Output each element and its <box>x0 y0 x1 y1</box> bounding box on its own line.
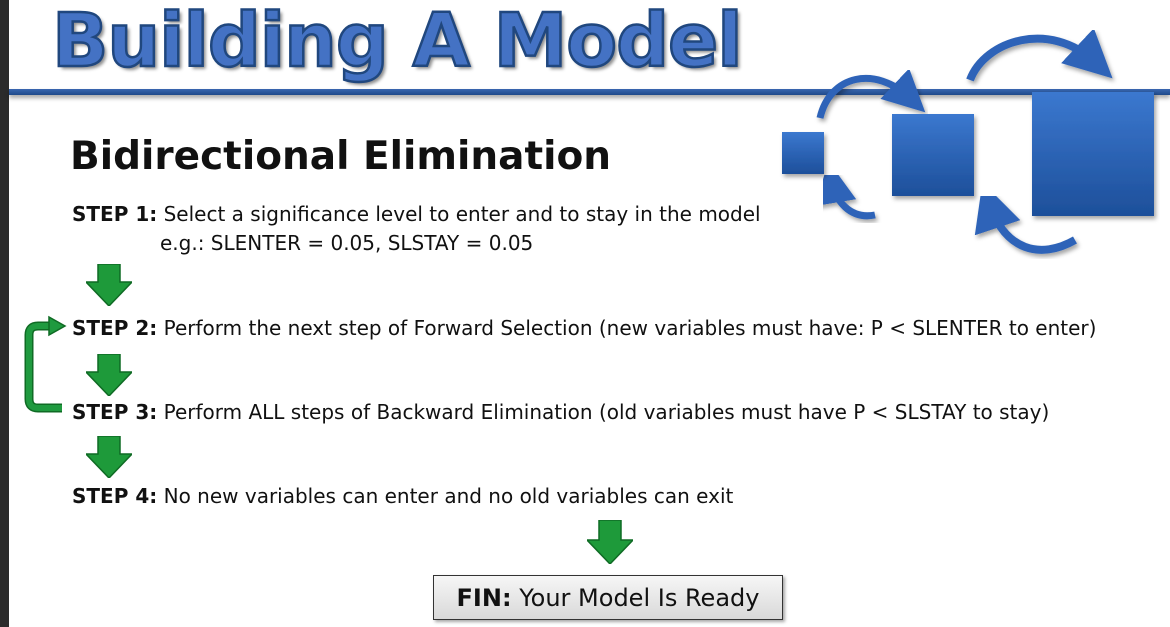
step-3-text: Perform ALL steps of Backward Eliminatio… <box>163 400 1050 424</box>
step-1: STEP 1: Select a significance level to e… <box>72 202 761 226</box>
step-1-example: e.g.: SLENTER = 0.05, SLSTAY = 0.05 <box>160 231 534 255</box>
step-4-text: No new variables can enter and no old va… <box>163 484 734 508</box>
down-arrow-icon <box>587 520 633 564</box>
step-2: STEP 2: Perform the next step of Forward… <box>72 316 1096 340</box>
page-title: Building A Model <box>51 0 744 85</box>
step-2-text: Perform the next step of Forward Selecti… <box>163 316 1097 340</box>
fin-text: Your Model Is Ready <box>519 584 760 612</box>
step-4-label: STEP 4: <box>72 484 158 508</box>
left-edge-bar <box>0 0 9 627</box>
down-arrow-icon <box>86 264 132 306</box>
step-1-text: Select a significance level to enter and… <box>163 202 761 226</box>
down-arrow-icon <box>86 436 132 478</box>
section-title: Bidirectional Elimination <box>70 134 612 179</box>
loop-arrow-icon <box>24 315 67 413</box>
model-growth-logo-icon <box>782 28 1154 254</box>
fin-label: FIN: <box>456 584 512 612</box>
step-1-label: STEP 1: <box>72 202 158 226</box>
step-3-label: STEP 3: <box>72 400 158 424</box>
title-divider <box>9 89 1170 95</box>
step-2-label: STEP 2: <box>72 316 158 340</box>
step-3: STEP 3: Perform ALL steps of Backward El… <box>72 400 1049 424</box>
down-arrow-icon <box>86 354 132 396</box>
step-4: STEP 4: No new variables can enter and n… <box>72 484 733 508</box>
fin-box: FIN: Your Model Is Ready <box>433 575 783 620</box>
